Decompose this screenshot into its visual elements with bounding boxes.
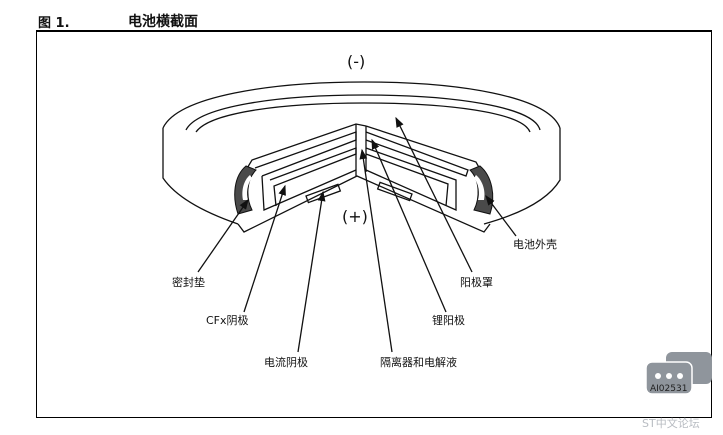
arrow-seal (197, 198, 249, 273)
arrow-current-collector (297, 190, 326, 353)
arrow-cfx-cathode (243, 184, 286, 313)
layer-left-2 (261, 169, 357, 211)
label-lithium-anode: 锂阳极 (432, 313, 465, 327)
positive-terminal-sign: (+) (342, 207, 368, 226)
figure-frame (36, 32, 712, 418)
figure-code: AI02531 (650, 384, 688, 394)
figure-number: 图 1. (38, 16, 70, 31)
cap-ellipse (195, 102, 531, 133)
label-separator-electrolyte: 隔离器和电解液 (380, 355, 457, 369)
label-current-collector: 电流阴极 (264, 355, 308, 369)
case-outer-rim (162, 81, 561, 129)
case-bottom-cut (237, 175, 491, 233)
label-anode-cap: 阳极罩 (460, 275, 493, 289)
forum-watermark: ST中文论坛 (642, 417, 700, 430)
arrow-battery-case (485, 194, 517, 237)
arrow-anode-cap (395, 116, 473, 273)
arrow-separator (359, 148, 393, 353)
label-seal: 密封垫 (172, 275, 205, 289)
layer-right-3 (365, 153, 449, 207)
chat-bubble-icon (645, 352, 712, 395)
case-left-wall (162, 128, 239, 225)
case-inner-rim (185, 94, 541, 131)
header-rule (36, 30, 712, 32)
collector-pad-right (376, 181, 413, 202)
layer-right-2 (365, 147, 457, 212)
case-right-wall (483, 128, 561, 225)
figure-title: 电池横截面 (128, 14, 198, 30)
arrow-lithium-anode (371, 138, 447, 313)
label-battery-case: 电池外壳 (513, 237, 557, 251)
label-cfx-cathode: CFx阴极 (206, 313, 249, 327)
figure-header: 图 1. 电池横截面 (36, 10, 712, 32)
negative-terminal-sign: (-) (347, 52, 365, 71)
